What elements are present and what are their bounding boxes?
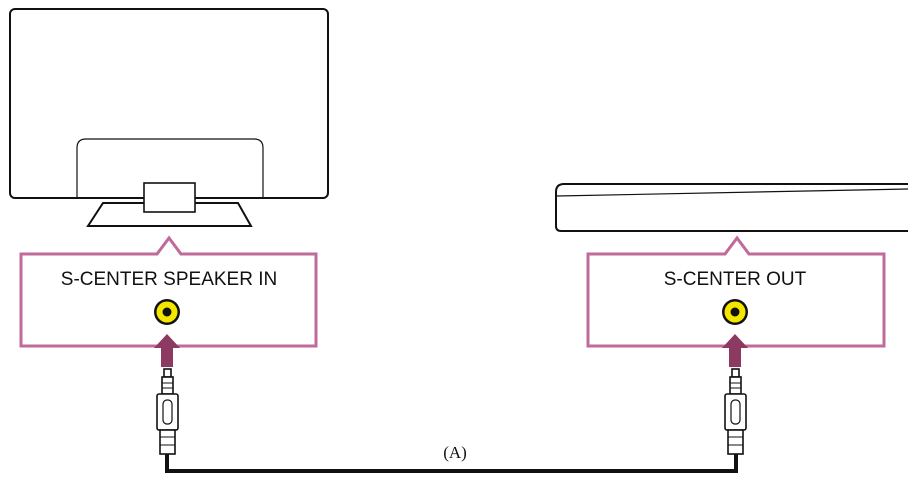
insert-arrow-icon-left (154, 334, 180, 367)
cable-plug-right (724, 368, 747, 455)
tv-stand-back (76, 138, 264, 198)
tv-illustration (9, 8, 329, 227)
insert-arrow-icon-right (722, 334, 748, 367)
s-center-out-jack (722, 299, 748, 325)
tv-screen (9, 8, 329, 199)
soundbar-edge (556, 188, 908, 197)
tv-callout: S-CENTER SPEAKER IN (19, 235, 318, 348)
s-center-speaker-in-jack (154, 299, 180, 325)
cable-plug-left (156, 368, 179, 455)
soundbar-body (555, 183, 908, 232)
cable-label: (A) (443, 443, 467, 462)
soundbar-callout: S-CENTER OUT (586, 235, 886, 348)
soundbar-callout-frame (586, 235, 886, 348)
tv-stand-neck (143, 182, 196, 213)
soundbar-illustration (555, 183, 908, 232)
connection-cable (165, 454, 738, 473)
tv-callout-frame (19, 235, 318, 348)
tv-callout-label: S-CENTER SPEAKER IN (61, 269, 277, 290)
soundbar-callout-label: S-CENTER OUT (664, 269, 807, 290)
